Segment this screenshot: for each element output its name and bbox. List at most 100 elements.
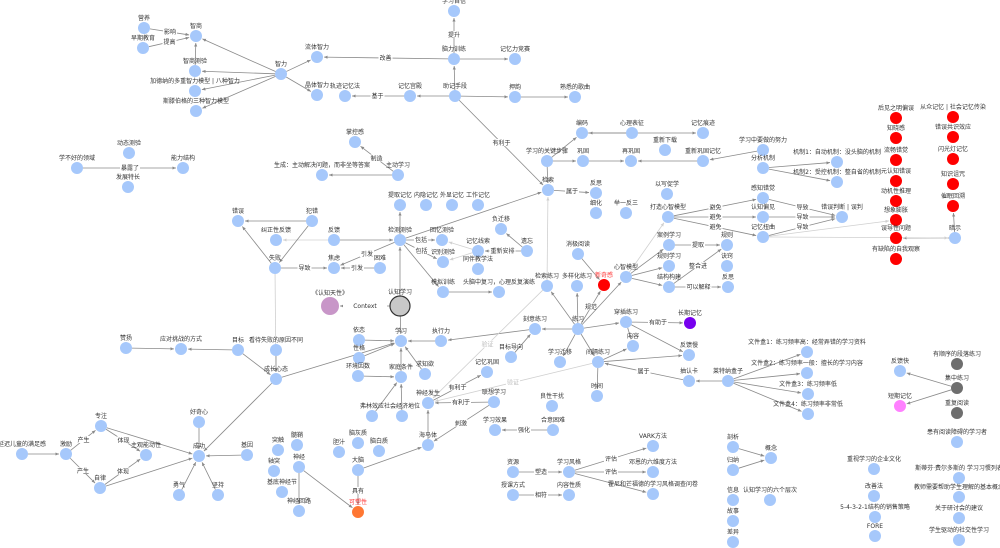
node-zhili[interactable]: 智力: [275, 60, 287, 80]
node-yiwang[interactable]: 遗忘: [521, 237, 533, 257]
node-xiaoshou[interactable]: 5-4-3-2-1结构的销售策略: [840, 503, 910, 523]
node-circle[interactable]: [757, 231, 769, 243]
node-circle[interactable]: [659, 144, 671, 156]
node-qiye[interactable]: 重视学习的企业文化: [847, 455, 901, 475]
node-box4[interactable]: 文件盒4：练习频率非常低: [773, 400, 843, 420]
node-circle[interactable]: [353, 352, 365, 364]
node-lianxi[interactable]: 练习: [572, 315, 584, 335]
node-fenxi[interactable]: 分析机制: [751, 154, 775, 174]
node-jiating[interactable]: 家庭条件: [389, 363, 413, 383]
node-circle[interactable]: [293, 461, 305, 473]
node-zhudong[interactable]: 主动学习: [386, 161, 410, 181]
node-circle[interactable]: [801, 346, 813, 358]
node-circle[interactable]: [890, 112, 902, 124]
node-circle[interactable]: [626, 127, 638, 139]
node-circle[interactable]: [802, 408, 814, 420]
node-chenggong[interactable]: 成功: [193, 442, 205, 462]
node-xuebuhao[interactable]: 学不好的领域: [59, 154, 95, 174]
node-qianyi[interactable]: 学习迁移: [548, 348, 572, 368]
node-circle[interactable]: [422, 439, 434, 451]
node-zanyang[interactable]: 赞扬: [120, 334, 132, 354]
node-circle[interactable]: [569, 91, 581, 103]
node-zhuji[interactable]: 助记手段: [443, 82, 467, 102]
node-quexian[interactable]: 有缺陷的自我观察: [872, 245, 920, 265]
node-circle[interactable]: [563, 489, 575, 501]
node-chengzhang[interactable]: 成长心态: [264, 365, 288, 385]
node-circle[interactable]: [71, 162, 83, 174]
node-kunnan[interactable]: 困难: [374, 254, 386, 274]
node-yanchi[interactable]: 延迟儿童的满足感: [0, 440, 46, 460]
node-fore[interactable]: FORE: [867, 523, 883, 542]
node-lianxiang[interactable]: 联想学习: [482, 388, 506, 408]
node-shenjing[interactable]: 神经: [293, 453, 305, 473]
node-circle[interactable]: [404, 90, 416, 102]
node-yantao[interactable]: 关于研讨会的建议: [935, 504, 983, 524]
node-changqi[interactable]: 长期记忆: [678, 309, 702, 329]
node-nengli[interactable]: 能力结构: [171, 154, 195, 174]
node-circle[interactable]: [953, 534, 965, 546]
node-xinzhi[interactable]: 心智模型: [614, 263, 638, 283]
node-circle[interactable]: [627, 340, 639, 352]
node-circle[interactable]: [953, 491, 965, 503]
node-circle[interactable]: [60, 448, 72, 460]
node-circle[interactable]: [541, 155, 553, 167]
node-xinli[interactable]: 心理表征: [620, 119, 644, 139]
node-circle[interactable]: [576, 127, 588, 139]
node-circle[interactable]: [647, 488, 659, 500]
node-fansi1[interactable]: 反思: [590, 179, 602, 199]
node-yilian[interactable]: 依恋: [353, 326, 365, 346]
node-circle[interactable]: [232, 215, 244, 227]
node-guiji[interactable]: 轨迹记忆法: [330, 82, 360, 102]
node-circle[interactable]: [727, 515, 739, 527]
node-circle[interactable]: [869, 511, 881, 523]
node-circle[interactable]: [437, 286, 449, 298]
node-mubiao[interactable]: 目标: [232, 336, 244, 356]
node-anli[interactable]: 案例学习: [657, 231, 681, 251]
node-zhoutu[interactable]: 轴突: [268, 457, 280, 477]
node-circle[interactable]: [137, 42, 149, 54]
node-xiazai[interactable]: 重新下载: [653, 136, 677, 156]
node-circle[interactable]: [353, 334, 365, 346]
node-zilv[interactable]: 自律: [94, 474, 106, 494]
node-gonggujy[interactable]: 记忆巩固: [475, 358, 499, 378]
node-huanjing[interactable]: 环境因数: [346, 362, 370, 382]
node-circle[interactable]: [352, 464, 364, 476]
node-circle[interactable]: [422, 397, 434, 409]
node-zaoqi[interactable]: 早期教育: [131, 34, 155, 54]
node-zhangai[interactable]: 患有阅读障碍的学习者: [927, 428, 987, 448]
node-circle[interactable]: [541, 280, 553, 292]
node-gonggu[interactable]: 巩固: [577, 148, 589, 167]
node-xiaoguo[interactable]: 学习效果: [483, 416, 507, 436]
node-jizhi2[interactable]: 机制2：受控机制：整自省的机制: [793, 168, 881, 188]
node-zhuguan[interactable]: 主观能动性: [131, 441, 161, 461]
node-circle[interactable]: [435, 335, 447, 347]
node-kesu[interactable]: 可塑性: [349, 498, 367, 518]
node-circle[interactable]: [509, 53, 521, 65]
node-shehui[interactable]: 社会经济地位: [384, 402, 420, 422]
node-circle[interactable]: [571, 280, 583, 292]
node-circle[interactable]: [493, 286, 505, 298]
node-huilu[interactable]: 神经回路: [287, 497, 311, 517]
node-circle[interactable]: [189, 85, 201, 97]
node-circle[interactable]: [801, 367, 813, 379]
node-circle[interactable]: [173, 489, 185, 501]
node-mubiaodx[interactable]: 目标导向: [499, 343, 523, 363]
node-guina[interactable]: 归纳: [727, 456, 739, 476]
node-renzhipj[interactable]: 认知偏见: [751, 203, 775, 223]
node-circle[interactable]: [481, 366, 493, 378]
node-circle[interactable]: [488, 396, 500, 408]
node-shengcheng[interactable]: 生成：主动解决问题，而非坐等答案: [274, 161, 370, 181]
node-circle[interactable]: [663, 281, 675, 293]
node-circle[interactable]: [272, 444, 284, 456]
node-circle[interactable]: [270, 234, 282, 246]
node-circle[interactable]: [831, 176, 843, 188]
node-jiegou[interactable]: 结构构建: [657, 273, 681, 293]
node-circle[interactable]: [947, 153, 959, 165]
node-shejiao[interactable]: 学生驱动的社交性学习: [929, 526, 989, 546]
node-circle[interactable]: [947, 111, 959, 123]
node-chayi[interactable]: 差异: [727, 528, 739, 548]
node-circle[interactable]: [727, 441, 739, 453]
node-circle[interactable]: [572, 248, 584, 260]
node-dazao[interactable]: 打造心智模型: [650, 203, 686, 223]
node-zhishangceyan[interactable]: 智商测验: [183, 57, 207, 77]
